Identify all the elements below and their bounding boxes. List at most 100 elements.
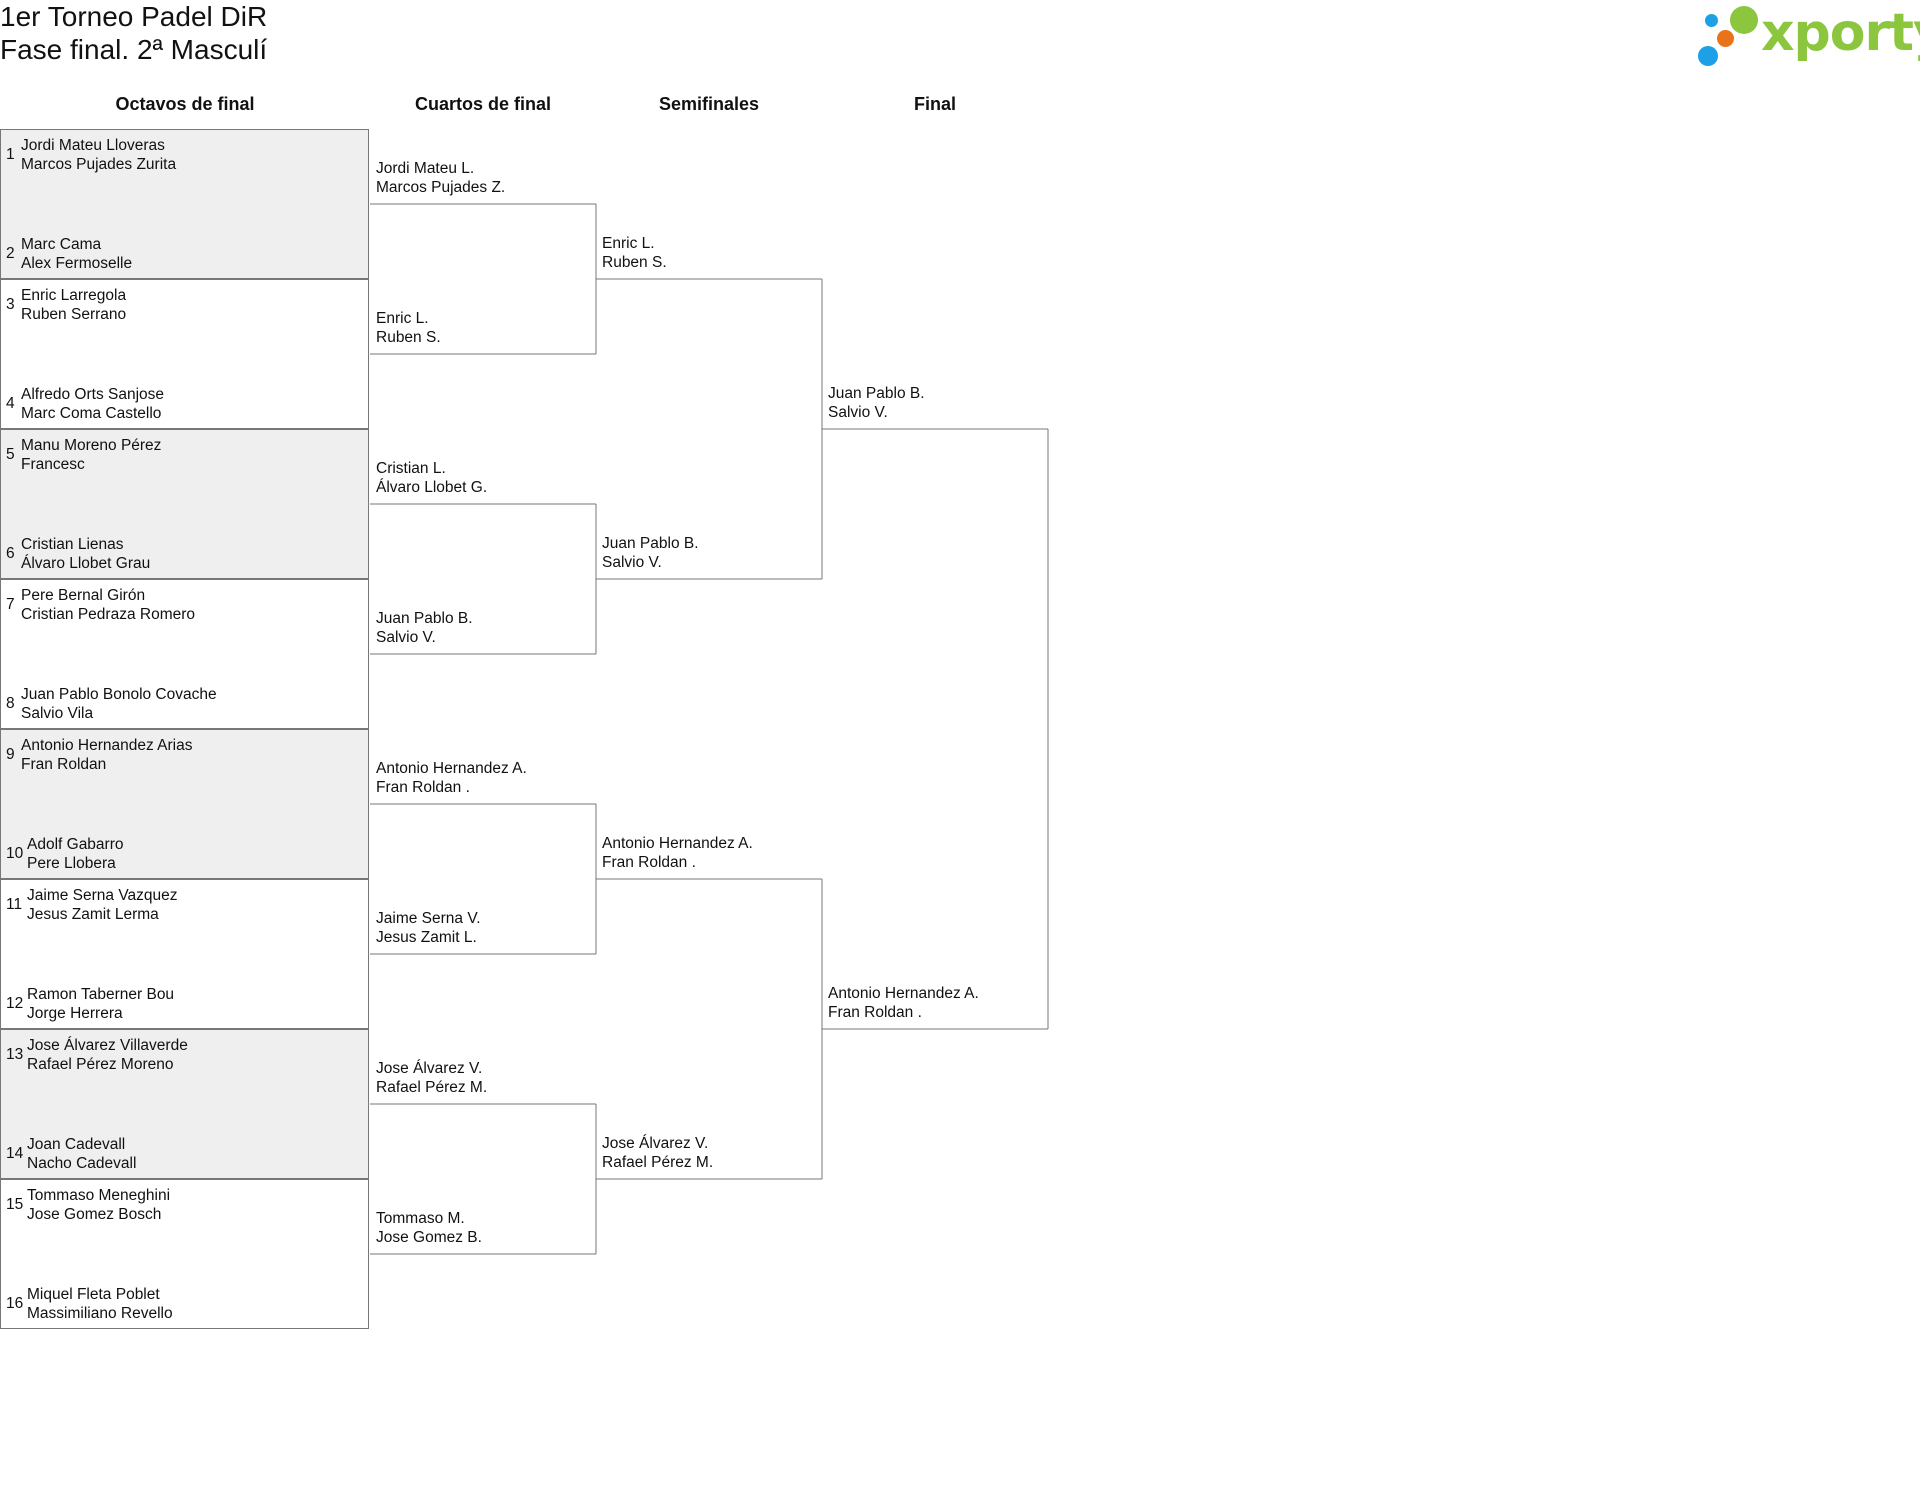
player-name: Enric Larregola [21, 287, 127, 304]
player-name: Fran Roldan . [828, 1004, 922, 1021]
player-name: Ramon Taberner Bou [27, 986, 175, 1003]
match-box [0, 1179, 369, 1329]
page-subtitle: Fase final. 2ª Masculí [0, 34, 268, 65]
player-name: Fran Roldan . [376, 779, 470, 796]
page-title: 1er Torneo Padel DiR [0, 1, 268, 32]
team-entry-quarterfinals: Antonio Hernandez A. Fran Roldan . [376, 759, 527, 797]
player-name: Cristian Lienas [21, 536, 124, 553]
player-name: Fran Roldan . [602, 854, 696, 871]
player-name: Ruben S. [376, 329, 441, 346]
player-name: Rafael Pérez M. [602, 1154, 714, 1171]
player-name: Massimiliano Revello [27, 1305, 173, 1322]
logo-dot-icon [1717, 30, 1734, 47]
team-entry-quarterfinals: Juan Pablo B. Salvio V. [376, 609, 473, 647]
seed-number: 9 [6, 746, 15, 763]
player-name: Marc Cama [21, 236, 102, 253]
player-name: Jorge Herrera [27, 1005, 123, 1022]
player-name: Álvaro Llobet G. [376, 479, 488, 496]
player-name: Alfredo Orts Sanjose [21, 386, 165, 403]
team-entry-quarterfinals: Enric L. Ruben S. [376, 309, 441, 347]
player-name: Marcos Pujades Z. [376, 179, 506, 196]
player-name: Antonio Hernandez Arias [21, 737, 193, 754]
player-name: Jose Gomez B. [376, 1229, 482, 1246]
match-box [0, 879, 369, 1029]
match-box [0, 129, 369, 279]
seed-number: 5 [6, 446, 15, 463]
seed-number: 8 [6, 695, 15, 712]
player-name: Ruben Serrano [21, 306, 127, 323]
player-name: Jordi Mateu L. [376, 160, 475, 177]
player-name: Jesus Zamit L. [376, 929, 477, 946]
team-entry-semifinals: Jose Álvarez V. Rafael Pérez M. [602, 1134, 713, 1172]
player-name: Jesus Zamit Lerma [27, 906, 159, 923]
player-name: Jose Álvarez V. [376, 1060, 483, 1077]
logo-text: xporty [1761, 3, 1920, 63]
player-name: Salvio V. [602, 554, 662, 571]
round-header-semifinales: Semifinales [658, 94, 760, 114]
player-name: Jose Álvarez V. [602, 1135, 709, 1152]
player-name: Juan Pablo B. [376, 610, 473, 627]
player-name: Ruben S. [602, 254, 667, 271]
player-name: Antonio Hernandez A. [376, 760, 527, 777]
player-name: Juan Pablo B. [828, 385, 925, 402]
player-name: Salvio V. [828, 404, 888, 421]
player-name: Nacho Cadevall [27, 1155, 137, 1172]
match-box [0, 1029, 369, 1179]
player-name: Marc Coma Castello [21, 405, 162, 422]
seed-number: 4 [6, 395, 15, 412]
player-name: Pere Bernal Girón [21, 587, 146, 604]
round-header-octavos: Octavos de final [115, 94, 255, 114]
seed-number: 7 [6, 596, 15, 613]
team-entry-final: Antonio Hernandez A. Fran Roldan . [828, 984, 979, 1022]
team-entry-semifinals: Juan Pablo B.Salvio V. [602, 534, 699, 572]
seed-number: 2 [6, 245, 15, 262]
round-header-cuartos: Cuartos de final [414, 94, 552, 114]
xporty-logo: xporty [1695, 3, 1920, 70]
logo-dot-icon [1705, 14, 1718, 27]
player-name: Cristian L. [376, 460, 446, 477]
seed-number: 15 [6, 1196, 24, 1213]
team-entry-quarterfinals: Jaime Serna V.Jesus Zamit L. [376, 909, 481, 947]
player-name: Antonio Hernandez A. [828, 985, 979, 1002]
player-name: Miquel Fleta Poblet [27, 1286, 160, 1303]
player-name: Fran Roldan [21, 756, 107, 773]
player-name: Juan Pablo Bonolo Covache [21, 686, 217, 703]
team-entry-quarterfinals: Cristian L. Álvaro Llobet G. [376, 459, 487, 497]
player-name: Álvaro Llobet Grau [21, 555, 151, 572]
player-name: Enric L. [376, 310, 429, 327]
player-name: Pere Llobera [27, 855, 116, 872]
player-name: Salvio V. [376, 629, 436, 646]
player-name: Jose Álvarez Villaverde [27, 1037, 188, 1054]
seed-number: 3 [6, 296, 15, 313]
player-name: Tommaso M. [376, 1210, 465, 1227]
player-name: Adolf Gabarro [27, 836, 124, 853]
match-box [0, 579, 369, 729]
player-name: Manu Moreno Pérez [21, 437, 162, 454]
player-name: Cristian Pedraza Romero [21, 606, 196, 623]
player-name: Antonio Hernandez A. [602, 835, 753, 852]
match-box [0, 729, 369, 879]
seed-number: 10 [6, 845, 24, 862]
player-name: Marcos Pujades Zurita [21, 156, 177, 173]
team-entry-semifinals: Enric L. Ruben S. [602, 234, 667, 272]
seed-number: 16 [6, 1295, 24, 1312]
player-name: Rafael Pérez Moreno [27, 1056, 174, 1073]
logo-dot-icon [1730, 6, 1758, 34]
player-name: Jose Gomez Bosch [27, 1206, 162, 1223]
player-name: Enric L. [602, 235, 655, 252]
